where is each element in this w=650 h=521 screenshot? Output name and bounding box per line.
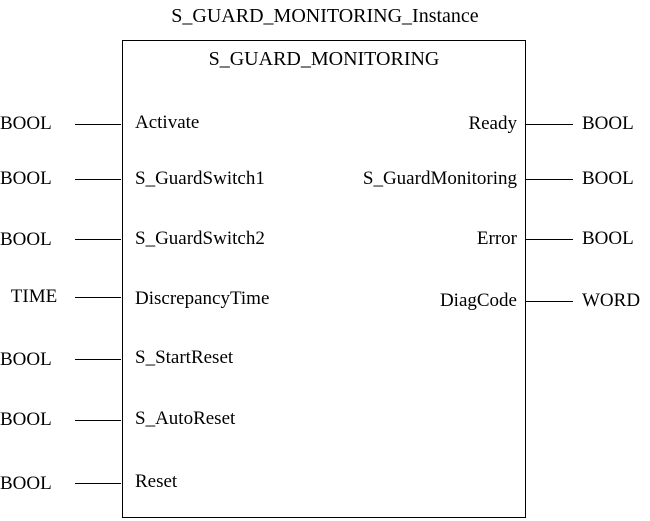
input-line-discrepancytime — [75, 297, 121, 298]
output-label-error: Error — [476, 228, 517, 249]
input-label-discrepancytime: DiscrepancyTime — [135, 288, 270, 309]
instance-title: S_GUARD_MONITORING_Instance — [171, 5, 479, 27]
input-type-s-guardswitch1: BOOL — [0, 168, 52, 189]
function-block-name: S_GUARD_MONITORING — [208, 48, 440, 70]
input-type-s-autoreset: BOOL — [0, 409, 52, 430]
input-line-s-autoreset — [75, 420, 121, 421]
input-label-reset: Reset — [135, 471, 178, 492]
output-label-s-guardmonitoring: S_GuardMonitoring — [362, 168, 517, 189]
output-label-diagcode: DiagCode — [439, 290, 517, 311]
output-line-ready — [526, 124, 573, 125]
input-type-reset: BOOL — [0, 473, 52, 494]
input-line-s-guardswitch1 — [75, 179, 121, 180]
output-line-error — [526, 239, 573, 240]
input-type-s-guardswitch2: BOOL — [0, 229, 52, 250]
input-type-s-startreset: BOOL — [0, 349, 52, 370]
output-type-error: BOOL — [582, 228, 634, 249]
input-label-s-autoreset: S_AutoReset — [135, 408, 236, 429]
input-label-s-guardswitch2: S_GuardSwitch2 — [135, 228, 265, 249]
output-type-ready: BOOL — [582, 113, 634, 134]
input-label-activate: Activate — [135, 112, 200, 133]
input-label-s-guardswitch1: S_GuardSwitch1 — [135, 168, 265, 189]
input-label-s-startreset: S_StartReset — [135, 347, 234, 368]
output-line-diagcode — [526, 301, 573, 302]
input-line-activate — [75, 124, 121, 125]
input-type-discrepancytime: TIME — [10, 286, 58, 307]
input-line-s-guardswitch2 — [75, 239, 121, 240]
input-line-s-startreset — [75, 359, 121, 360]
input-type-activate: BOOL — [0, 113, 52, 134]
output-type-diagcode: WORD — [582, 290, 641, 311]
output-label-ready: Ready — [468, 113, 517, 134]
output-line-s-guardmonitoring — [526, 179, 573, 180]
output-type-s-guardmonitoring: BOOL — [582, 168, 634, 189]
input-line-reset — [75, 483, 121, 484]
function-block-box — [122, 40, 526, 518]
